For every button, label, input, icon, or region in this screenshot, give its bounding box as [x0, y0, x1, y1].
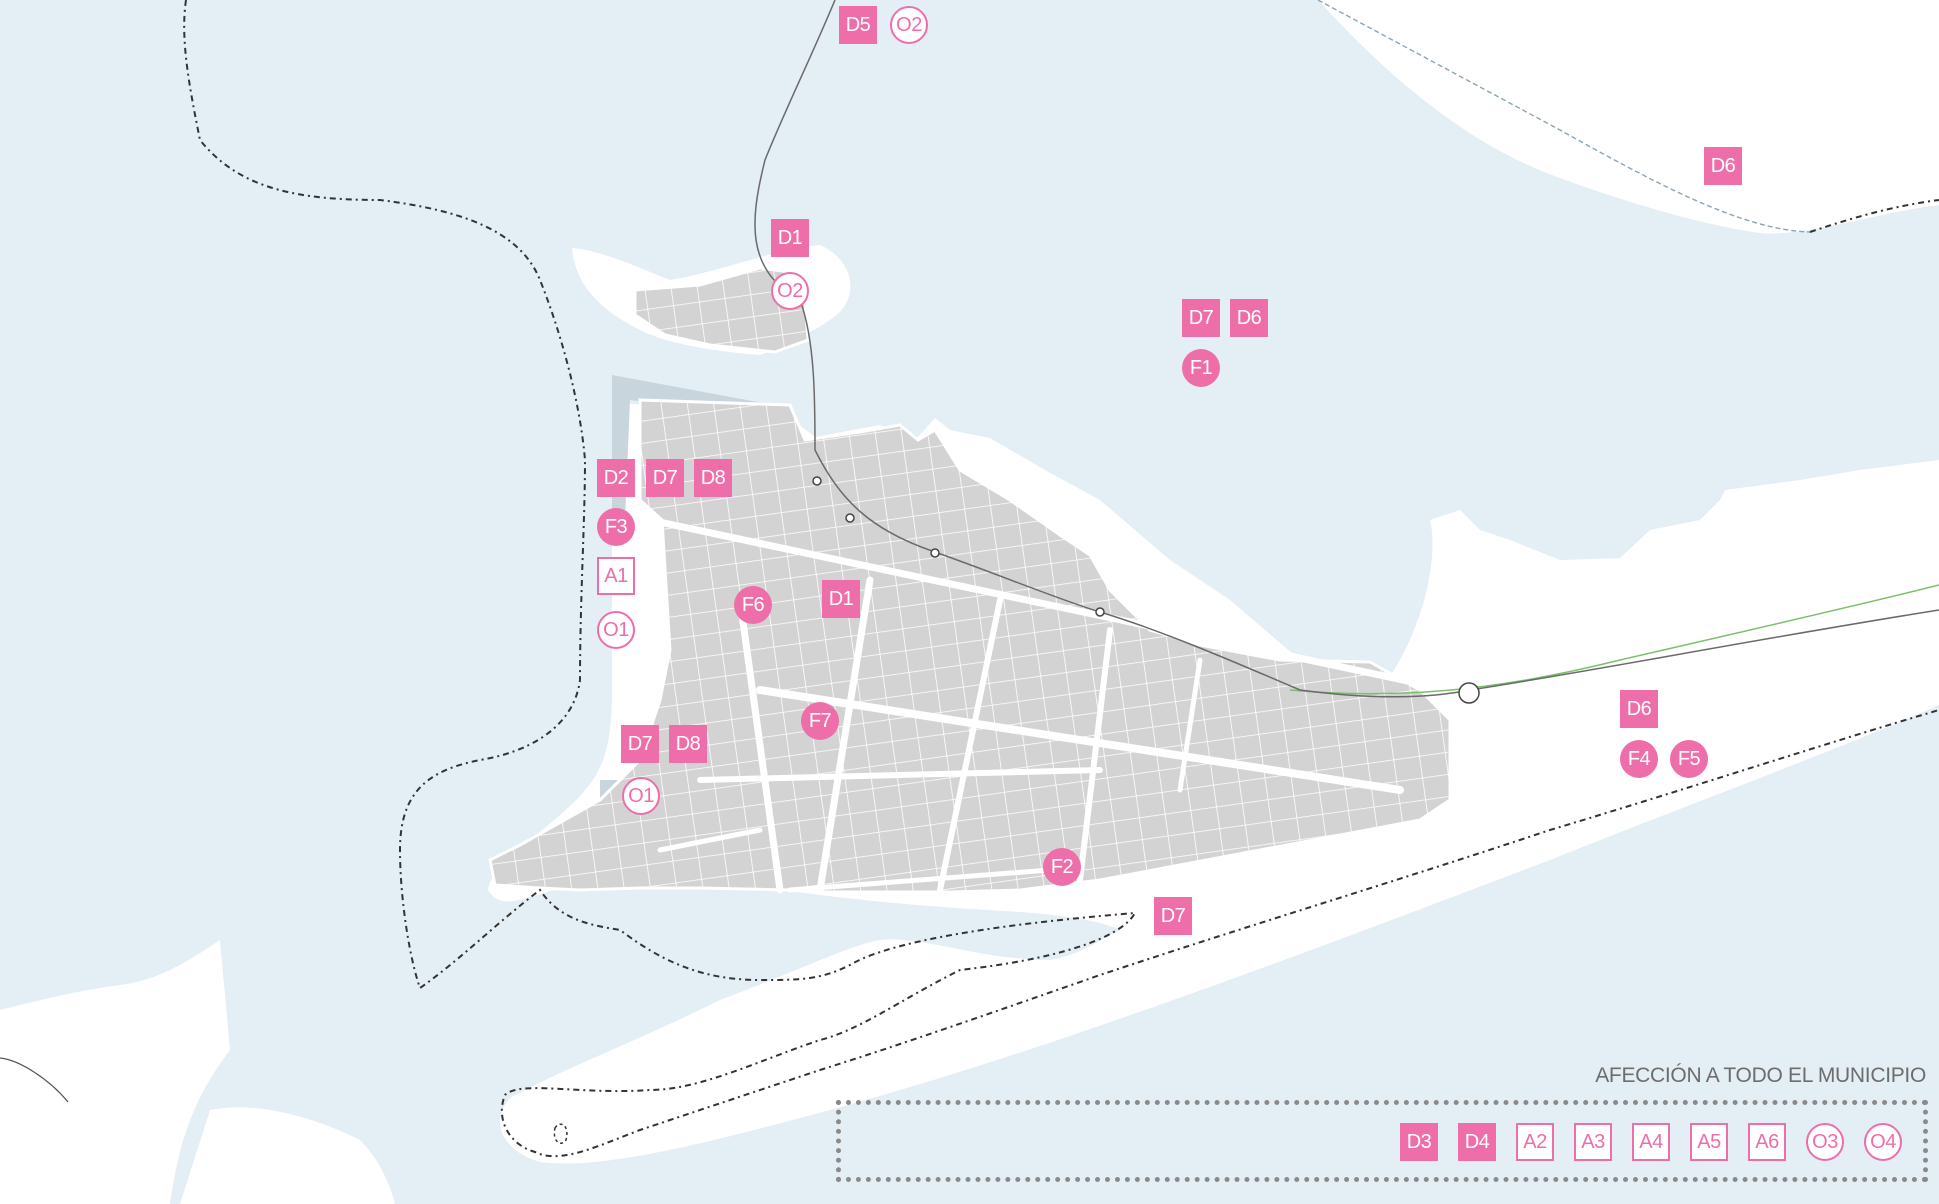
islet: [553, 1123, 568, 1144]
marker-D6-northeast[interactable]: D6: [1704, 147, 1742, 185]
legend-item-O3[interactable]: O3: [1806, 1123, 1844, 1161]
rail-stations: [812, 476, 1105, 617]
roundabout: [1458, 682, 1480, 704]
marker-D6-bay[interactable]: D6: [1230, 299, 1268, 337]
legend-item-A5[interactable]: A5: [1690, 1123, 1728, 1161]
marker-D8-port[interactable]: D8: [694, 459, 732, 497]
green-road: [1289, 584, 1939, 695]
legend-item-A3[interactable]: A3: [1574, 1123, 1612, 1161]
sea-limit-line: [1317, 0, 1811, 233]
legend-item-A2[interactable]: A2: [1516, 1123, 1554, 1161]
marker-O1-southwest[interactable]: O1: [622, 777, 660, 815]
legend-item-A4[interactable]: A4: [1632, 1123, 1670, 1161]
rail-line: [754, 0, 1939, 698]
marker-D7-bay[interactable]: D7: [1182, 299, 1220, 337]
marker-F5-isthmus[interactable]: F5: [1670, 740, 1708, 778]
marker-D5-north-pier[interactable]: D5: [839, 6, 877, 44]
marker-F1-bay[interactable]: F1: [1182, 349, 1220, 387]
municipal-boundary: [183, 0, 1939, 1158]
urban-area: [488, 266, 1452, 894]
marker-D1-center[interactable]: D1: [822, 580, 860, 618]
legend-items: D3 D4 A2 A3 A4 A5 A6 O3 O4: [1400, 1123, 1902, 1161]
marker-O2-island[interactable]: O2: [771, 272, 809, 310]
marker-D7-beach[interactable]: D7: [1154, 897, 1192, 935]
legend-item-O4[interactable]: O4: [1864, 1123, 1902, 1161]
marker-D2-port[interactable]: D2: [597, 459, 635, 497]
marker-F4-isthmus[interactable]: F4: [1620, 740, 1658, 778]
legend-item-A6[interactable]: A6: [1748, 1123, 1786, 1161]
marker-F2-south[interactable]: F2: [1043, 848, 1081, 886]
sw-path: [0, 1057, 69, 1103]
marker-D8-southwest[interactable]: D8: [669, 725, 707, 763]
marker-D7-port[interactable]: D7: [646, 459, 684, 497]
marker-D6-isthmus[interactable]: D6: [1620, 690, 1658, 728]
marker-F7-center[interactable]: F7: [801, 702, 839, 740]
marker-F3-port[interactable]: F3: [597, 508, 635, 546]
marker-D1-island[interactable]: D1: [771, 219, 809, 257]
marker-A1-port[interactable]: A1: [597, 557, 635, 595]
marker-O1-port[interactable]: O1: [597, 611, 635, 649]
legend-box: [836, 1100, 1928, 1182]
marker-O2-north-pier[interactable]: O2: [890, 6, 928, 44]
legend-title: AFECCIÓN A TODO EL MUNICIPIO: [1595, 1064, 1926, 1087]
marker-D7-southwest[interactable]: D7: [621, 725, 659, 763]
main-streets: [646, 516, 1454, 894]
marker-F6-center[interactable]: F6: [734, 586, 772, 624]
legend-item-D4[interactable]: D4: [1458, 1123, 1496, 1161]
legend-item-D3[interactable]: D3: [1400, 1123, 1438, 1161]
